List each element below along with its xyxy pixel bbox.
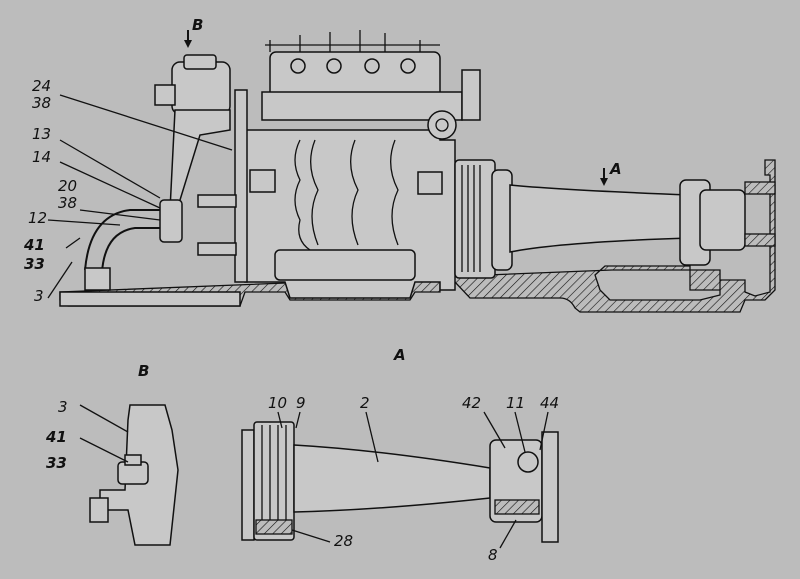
callout-a-9: 9 <box>296 394 306 412</box>
pipe-elbow-outer <box>84 209 165 271</box>
bolt-lower <box>197 242 237 256</box>
head-side-plate <box>461 69 481 121</box>
view-a-title: A <box>393 346 406 364</box>
leader-a-44 <box>539 411 549 451</box>
leader-41-33 <box>65 237 81 249</box>
main-view <box>47 30 776 313</box>
pipe-clamp <box>159 199 183 243</box>
callout-38b: 38 <box>58 194 77 212</box>
arrow-b-label: B <box>192 16 203 34</box>
cylinder-head <box>261 91 463 121</box>
thermostat-housing <box>427 110 457 140</box>
view-a-coupling-hatch <box>494 499 540 515</box>
base-rail <box>59 291 241 307</box>
clutch-plates <box>461 165 481 272</box>
view-a-shaft <box>293 444 491 513</box>
callout-14: 14 <box>32 148 51 166</box>
pipe-elbow-inner <box>101 227 165 273</box>
callout-b-41: 41 <box>45 428 67 446</box>
leader-20-38 <box>79 209 161 221</box>
injector-caps <box>290 58 416 74</box>
view-b-washer <box>124 454 142 466</box>
view-a-plate-left <box>241 429 255 541</box>
leader-a-11 <box>514 411 526 453</box>
view-a-bolt-head <box>517 451 539 473</box>
callout-41: 41 <box>23 236 45 254</box>
coupling-hub <box>699 189 746 251</box>
callout-b-3: 3 <box>58 398 68 416</box>
callout-12: 12 <box>28 209 47 227</box>
filter-bolt <box>154 84 176 106</box>
callout-a-10: 10 <box>268 394 287 412</box>
callout-a-28: 28 <box>334 532 353 550</box>
view-b <box>79 404 179 546</box>
leader-b-3 <box>79 404 129 433</box>
leader-b-41 <box>79 437 129 463</box>
leader-12 <box>47 219 121 226</box>
leader-3 <box>47 261 73 299</box>
view-a-plates <box>261 425 287 520</box>
coupling-hatch-bottom <box>744 233 776 247</box>
leader-a-28 <box>291 529 331 543</box>
coupling-hatch-top <box>744 181 776 195</box>
callout-24: 24 <box>32 77 51 95</box>
callout-a-11: 11 <box>506 394 525 412</box>
callout-38a: 38 <box>32 94 51 112</box>
air-filter-housing <box>171 61 231 115</box>
leader-a-2 <box>365 411 379 463</box>
view-b-side-bolt <box>89 497 109 523</box>
fuel-lines <box>265 30 440 52</box>
callout-3: 3 <box>34 287 44 305</box>
flywheel-clamp <box>417 171 443 195</box>
callout-a-42: 42 <box>462 394 481 412</box>
view-a-hatch <box>255 519 293 535</box>
bolt-upper <box>197 194 237 208</box>
pipe-mount <box>84 267 111 291</box>
drive-shaft <box>509 184 691 253</box>
arrow-a-label: A <box>609 160 622 178</box>
callout-b-33: 33 <box>46 454 67 472</box>
clutch-cover <box>491 169 513 271</box>
leader-a-10-9 <box>277 411 301 429</box>
callout-a-2: 2 <box>360 394 370 412</box>
leader-a-8 <box>499 519 517 549</box>
leader-13 <box>59 139 161 199</box>
callout-20: 20 <box>58 177 77 195</box>
flywheel-housing <box>454 159 496 279</box>
oil-pan <box>274 249 416 281</box>
callout-a-8: 8 <box>488 546 498 564</box>
block-cylinders <box>310 139 399 246</box>
view-a-end-plate <box>541 431 559 543</box>
callout-13: 13 <box>32 125 51 143</box>
callout-33: 33 <box>24 255 45 273</box>
view-a <box>241 411 559 549</box>
side-bracket <box>249 169 276 193</box>
view-b-title: B <box>138 362 149 380</box>
block-cylinder-wall <box>294 139 311 251</box>
leader-a-42 <box>483 411 506 449</box>
front-plate <box>234 89 248 283</box>
filter-cap <box>183 54 217 70</box>
leader-14 <box>59 161 161 209</box>
leader-24-38 <box>59 94 233 151</box>
callout-a-44: 44 <box>540 394 559 412</box>
